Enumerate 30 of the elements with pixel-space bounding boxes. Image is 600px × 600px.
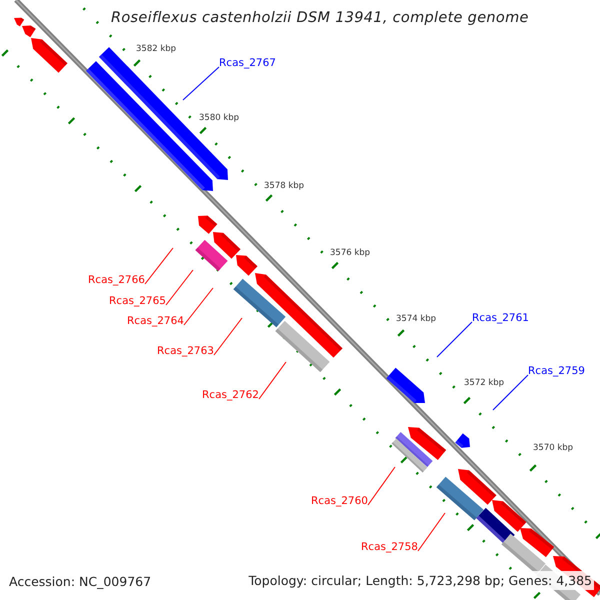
leader-line: [492, 374, 528, 410]
genome-summary-text: Topology: circular; Length: 5,723,298 bp; Genes: 4,385: [246, 571, 594, 590]
gene-label: Rcas_2764: [127, 315, 184, 328]
leader-line: [436, 322, 472, 358]
leader-line: [418, 512, 446, 552]
gene-label: Rcas_2762: [202, 389, 259, 402]
leader-line: [166, 270, 194, 306]
leader-line: [214, 318, 242, 356]
gene-label: Rcas_2767: [219, 57, 276, 70]
leader-line: [368, 466, 396, 506]
gene-label: Rcas_2763: [157, 345, 214, 358]
position-label: 3582 kbp: [136, 44, 176, 55]
position-label: 3578 kbp: [264, 181, 304, 192]
position-label: 3572 kbp: [464, 378, 504, 389]
accession-text: Accession: NC_009767: [9, 573, 152, 590]
position-label: 3576 kbp: [330, 248, 370, 259]
position-label: 3574 kbp: [396, 314, 436, 325]
gene-label: Rcas_2766: [88, 274, 145, 287]
leader-line: [258, 362, 286, 400]
gene-label: Rcas_2765: [109, 295, 166, 308]
leader-line: [184, 288, 214, 326]
gene-label: Rcas_2761: [472, 312, 529, 325]
title: Roseiflexus castenholzii DSM 13941, complete genome: [111, 9, 529, 28]
position-label: 3580 kbp: [199, 113, 240, 124]
leader-line: [182, 66, 220, 100]
gene-label: Rcas_2758: [361, 541, 418, 554]
gene-label: Rcas_2759: [528, 365, 585, 378]
gene-label: Rcas_2760: [311, 495, 368, 508]
position-label: 3570 kbp: [533, 443, 574, 454]
leader-line: [144, 248, 174, 284]
